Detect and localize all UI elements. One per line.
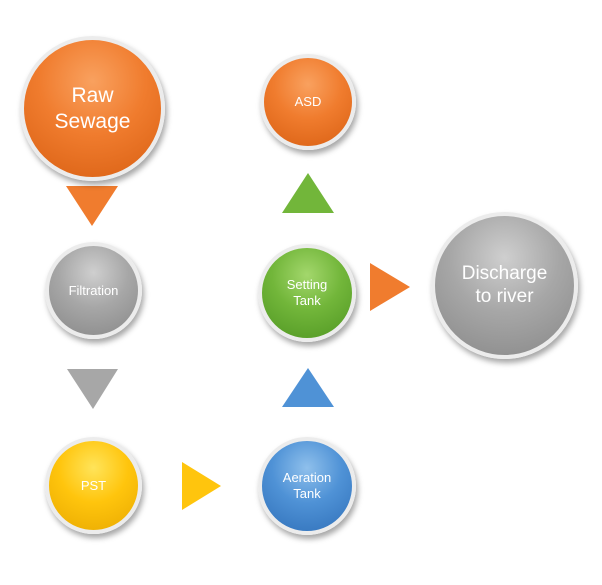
node-aeration-tank: Aeration Tank bbox=[258, 437, 356, 535]
node-pst: PST bbox=[45, 437, 142, 534]
filtration-label: Filtration bbox=[68, 282, 119, 298]
aeration-tank-line2: Tank bbox=[293, 486, 321, 501]
discharge-line2: to river bbox=[475, 285, 534, 307]
raw-sewage-line1: Raw bbox=[71, 84, 114, 108]
arrow-setting-to-discharge bbox=[370, 263, 410, 311]
setting-tank-line1: Setting bbox=[286, 277, 328, 293]
node-asd: ASD bbox=[260, 54, 356, 150]
node-discharge-to-river: Discharge to river bbox=[431, 212, 578, 359]
setting-tank-line2: Tank bbox=[293, 293, 321, 308]
pst-label: PST bbox=[80, 477, 107, 493]
arrow-raw-to-filtration bbox=[66, 186, 118, 226]
node-setting-tank: Setting Tank bbox=[258, 244, 356, 342]
arrow-setting-to-asd bbox=[282, 173, 334, 213]
raw-sewage-line2: Sewage bbox=[54, 109, 131, 133]
aeration-tank-line1: Aeration bbox=[282, 470, 332, 486]
node-raw-sewage: Raw Sewage bbox=[20, 36, 165, 181]
arrow-filtration-to-pst bbox=[67, 369, 118, 409]
asd-label: ASD bbox=[294, 94, 322, 110]
discharge-line1: Discharge bbox=[461, 262, 548, 284]
arrow-pst-to-aeration bbox=[182, 462, 221, 510]
arrow-aeration-to-setting bbox=[282, 368, 334, 407]
node-filtration: Filtration bbox=[45, 242, 142, 339]
